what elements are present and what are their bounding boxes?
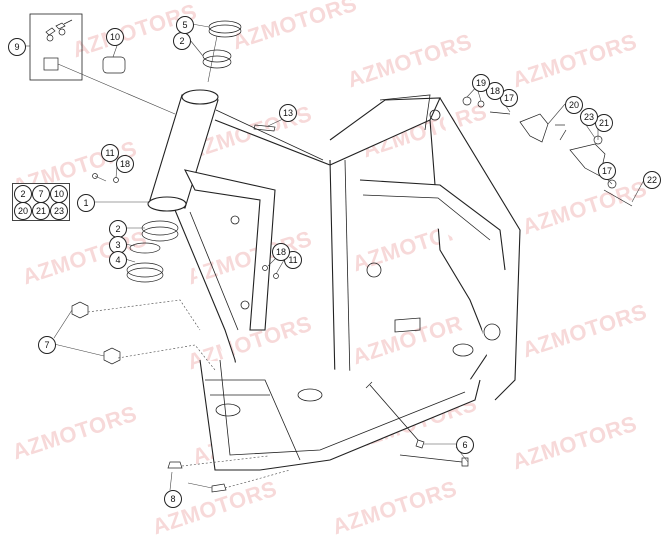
lock-axis <box>57 63 176 115</box>
lock-cap <box>102 56 126 74</box>
seal-ring <box>126 262 164 278</box>
callout: 21 <box>32 202 50 220</box>
bushing <box>483 323 501 341</box>
nut <box>71 301 89 319</box>
bearing-race <box>129 242 161 254</box>
frame-drawing <box>24 13 646 493</box>
callout: 10 <box>50 185 68 203</box>
callout: 6 <box>456 436 474 454</box>
rivet <box>211 483 227 493</box>
callout: 2 <box>14 185 32 203</box>
pad <box>253 124 276 132</box>
callout: 19 <box>472 74 490 92</box>
callout: 23 <box>580 108 598 126</box>
callout: 8 <box>164 490 182 508</box>
callout: 20 <box>14 202 32 220</box>
callout: 18 <box>116 155 134 173</box>
callout: 20 <box>565 96 583 114</box>
callout: 11 <box>101 144 119 162</box>
parts-diagram: AZMOTORS AZMOTORS AZMOTORS AZMOTORS AZMO… <box>8 0 661 539</box>
callout: 17 <box>598 162 616 180</box>
callout: 2 <box>173 32 191 50</box>
callout: 13 <box>279 104 297 122</box>
key-box <box>29 13 83 81</box>
gusset-plate <box>183 169 276 331</box>
bracket <box>452 343 474 357</box>
callout: 2 <box>109 220 127 238</box>
nut <box>103 347 121 365</box>
bracket <box>519 113 549 143</box>
bottom-bearing <box>141 220 179 236</box>
rivet <box>167 461 183 469</box>
callout: 9 <box>8 38 26 56</box>
callout: 10 <box>106 28 124 46</box>
callout: 4 <box>109 251 127 269</box>
callout: 7 <box>32 185 50 203</box>
callout: 18 <box>486 82 504 100</box>
bushing <box>366 262 382 278</box>
callout: 22 <box>643 171 661 189</box>
keys-icon <box>45 19 73 42</box>
callout: 1 <box>77 194 95 212</box>
callout: 18 <box>272 243 290 261</box>
callout: 23 <box>50 202 68 220</box>
kit-box: 2 7 10 20 21 23 <box>12 183 70 221</box>
callout: 5 <box>176 16 194 34</box>
callout: 7 <box>38 336 56 354</box>
callout: 17 <box>500 89 518 107</box>
lock-cylinder <box>43 57 59 71</box>
